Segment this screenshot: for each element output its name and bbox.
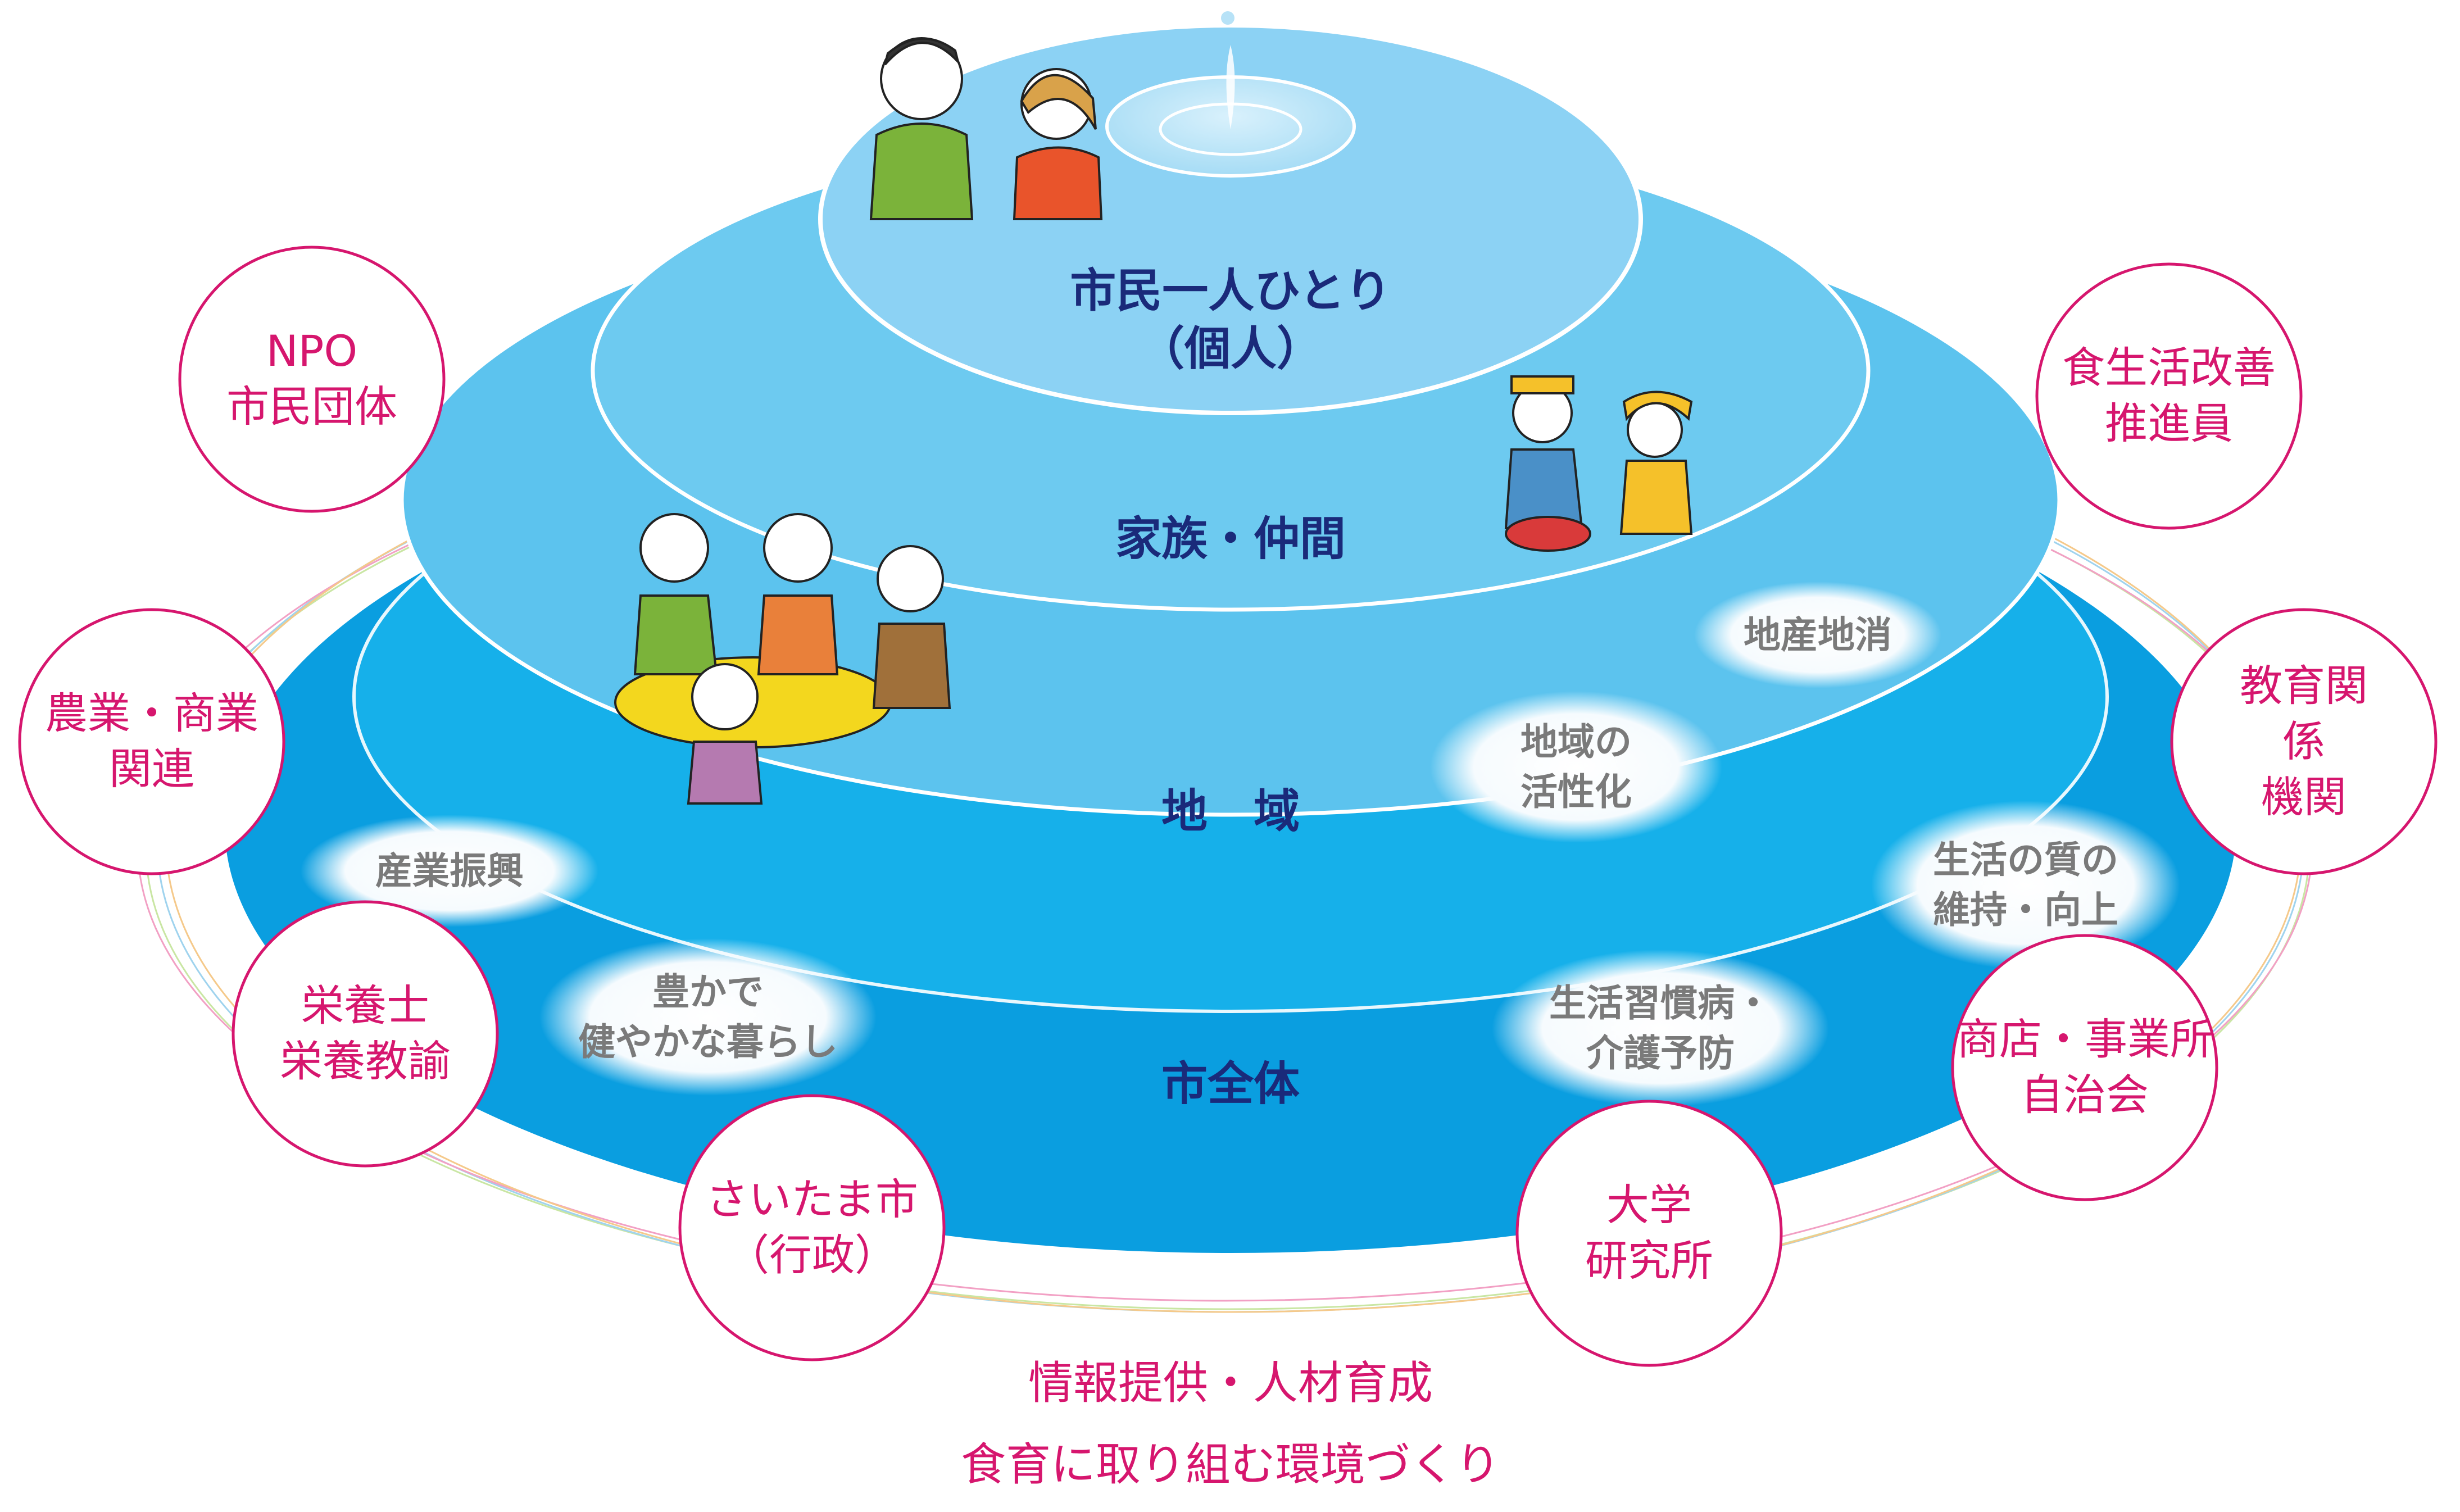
org-label-saitama: さいたま市 （行政）: [706, 1172, 918, 1283]
bottom-caption-line1: 情報提供・人材育成: [1028, 1347, 1433, 1412]
cloud-label-chisan: 地産地消: [1744, 610, 1892, 660]
family-layer-label: 家族・仲間: [1115, 511, 1346, 569]
cloud-label-shitsu: 生活の質の 維持・向上: [1933, 835, 2118, 935]
org-label-kyoiku: 教育関係 機関: [2226, 659, 2382, 825]
cloud-label-shukan: 生活習慣病・ 介護予防: [1549, 978, 1772, 1078]
region-layer-label: 地 域: [1161, 783, 1300, 841]
org-label-npo: NPO 市民団体: [226, 324, 397, 435]
org-label-daigaku: 大学 研究所: [1585, 1178, 1713, 1289]
cloud-label-kasseika: 地域の 活性化: [1521, 717, 1632, 817]
org-label-eiyoshi: 栄養士 栄養教諭: [280, 978, 451, 1089]
bottom-caption-line2: 食育に取り組む環境づくり: [961, 1428, 1500, 1493]
cloud-label-sangyo: 産業振興: [375, 846, 524, 896]
individual-layer-label: 市民一人ひとり （個人）: [1070, 263, 1391, 378]
org-label-nogyo: 農業・商業 関連: [45, 686, 258, 797]
city-layer-label: 市全体: [1161, 1056, 1300, 1114]
cloud-label-yutaka: 豊かで 健やかな暮らし: [578, 967, 838, 1067]
org-label-shokuseikatsu: 食生活改善 推進員: [2062, 340, 2276, 452]
org-label-shoten: 商店・事業所 自治会: [1957, 1012, 2213, 1123]
